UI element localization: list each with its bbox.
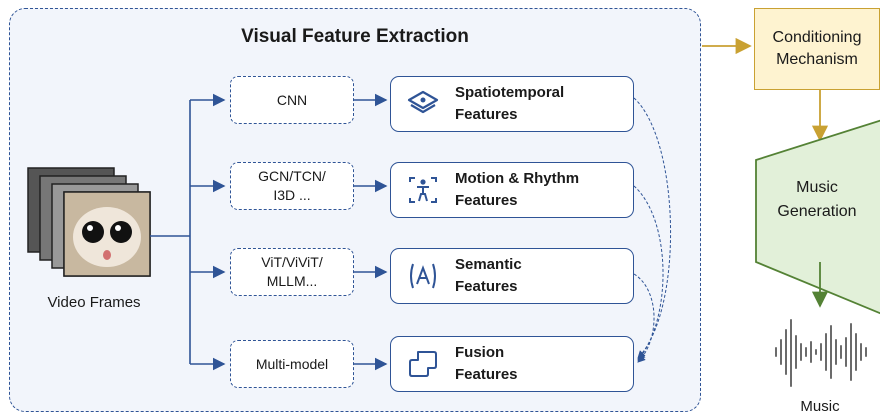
feature-box-motion-rhythm: Motion & Rhythm Features [390,162,634,218]
video-frames-label: Video Frames [47,294,141,311]
feature-box-spatiotemporal: Spatiotemporal Features [390,76,634,132]
model-box-multimodel: Multi-model [230,340,354,388]
model-box-gcn-tcn: GCN/TCN/ I3D ... [230,162,354,210]
music-output-label: Music [800,398,840,415]
layers-icon [391,76,455,132]
feature-label: Semantic Features [455,256,522,295]
video-frames-icon [27,167,151,277]
bracket-a-icon [391,248,455,304]
panel-title: Visual Feature Extraction [241,26,469,47]
model-box-cnn: CNN [230,76,354,124]
feature-box-semantic: Semantic Features [390,248,634,304]
model-box-vit: ViT/ViViT/ MLLM... [230,248,354,296]
feature-box-fusion: Fusion Features [390,336,634,392]
feature-label: Motion & Rhythm Features [455,170,580,209]
feature-label: Spatiotemporal Features [455,84,565,123]
music-generation-label: Music Generation [777,179,857,220]
waveform-icon [775,319,867,387]
person-motion-icon [391,162,455,218]
overlap-squares-icon [391,336,455,392]
music-generation-shape [755,119,880,315]
feature-label: Fusion Features [455,344,518,383]
conditioning-mechanism-box: Conditioning Mechanism [754,8,880,90]
